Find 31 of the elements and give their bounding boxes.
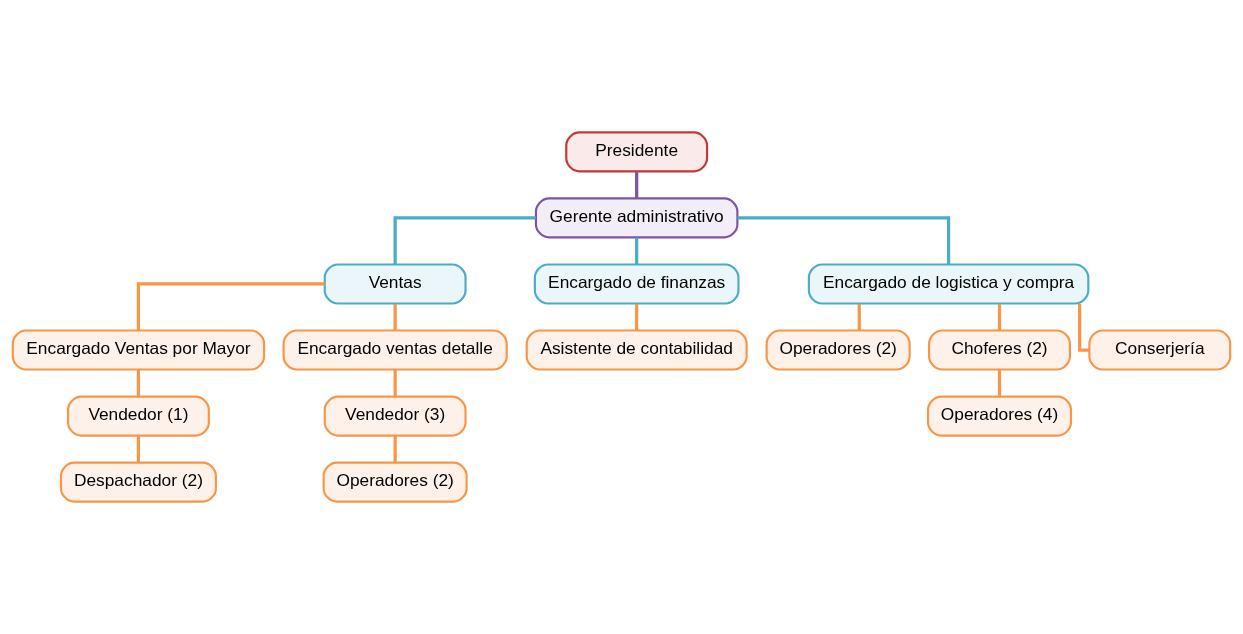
connector bbox=[635, 303, 639, 331]
node-box: Vendedor (3) bbox=[323, 395, 467, 437]
connector bbox=[997, 369, 1002, 397]
connector bbox=[136, 435, 141, 463]
node-box: Vendedor (1) bbox=[66, 395, 210, 437]
connector bbox=[635, 171, 639, 199]
node-box: Ventas bbox=[323, 263, 467, 305]
node-box: Asistente de contabilidad bbox=[525, 329, 748, 371]
node-box: Encargado ventas detalle bbox=[282, 329, 508, 371]
connector bbox=[393, 435, 397, 463]
node-box: Operadores (2) bbox=[765, 329, 911, 371]
connector bbox=[136, 282, 325, 331]
node-box: Encargado Ventas por Mayor bbox=[11, 329, 266, 371]
connector bbox=[857, 303, 861, 331]
connector bbox=[737, 216, 951, 265]
node-box: Gerente administrativo bbox=[534, 197, 739, 239]
node-box: Encargado de logistica y compra bbox=[807, 263, 1090, 305]
connector bbox=[393, 369, 397, 397]
node-box: Presidente bbox=[565, 131, 709, 173]
node-box: Despachador (2) bbox=[59, 461, 217, 503]
node-box: Operadores (4) bbox=[926, 395, 1073, 437]
connector bbox=[393, 303, 397, 331]
connector bbox=[1078, 303, 1090, 352]
connector bbox=[997, 303, 1002, 331]
connector bbox=[136, 369, 141, 397]
node-box: Conserjería bbox=[1088, 329, 1232, 371]
node-box: Encargado de finanzas bbox=[533, 263, 740, 305]
node-box: Operadores (2) bbox=[322, 461, 468, 503]
connector bbox=[393, 216, 536, 265]
connector bbox=[635, 237, 639, 265]
node-box: Choferes (2) bbox=[928, 329, 1071, 371]
